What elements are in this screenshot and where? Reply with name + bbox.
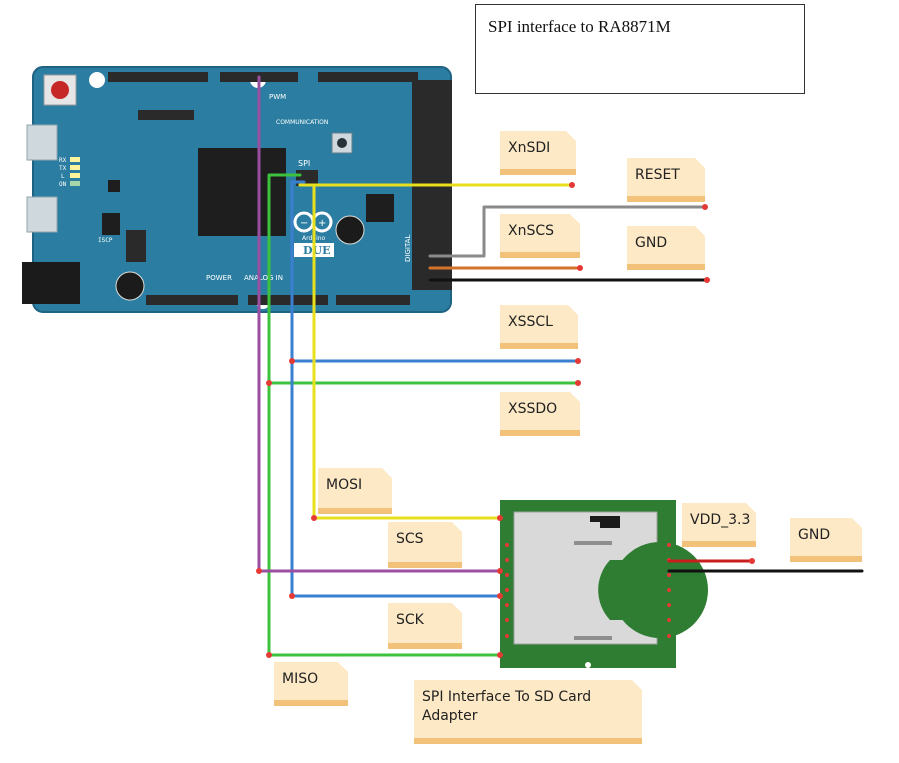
arduino-due-board: RX TX L ON ISCP SPI (22, 66, 452, 313)
wire-mosi-yellow (298, 183, 502, 520)
label-xnscs: XnSCS (500, 214, 580, 258)
header-communication (318, 72, 418, 82)
label-xnsdi: XnSDI (500, 131, 576, 175)
header-top-left (108, 72, 208, 82)
label-xssdo: XSSDO (500, 392, 580, 436)
regulator-chip (366, 194, 394, 222)
capacitor (115, 271, 145, 301)
small-chip (102, 213, 120, 235)
small-chip (108, 180, 120, 192)
label-sck: SCK (388, 603, 462, 649)
sd-module-pins-left (505, 543, 509, 638)
label-scs: SCS (388, 522, 462, 568)
svg-text:RX: RX (59, 157, 67, 164)
label-reset: RESET (627, 158, 705, 202)
mount-hole (89, 72, 105, 88)
capacitor (335, 215, 365, 245)
label-mosi: MOSI (318, 468, 392, 514)
svg-text:DUE: DUE (303, 244, 331, 257)
svg-text:TX: TX (59, 165, 67, 172)
header-analog-low (248, 295, 328, 305)
led-tx (70, 165, 80, 170)
svg-text:DIGITAL: DIGITAL (404, 235, 412, 262)
usb-port-native (26, 196, 58, 233)
label-gnd-top: GND (627, 226, 705, 270)
wire-miso-green (267, 173, 502, 657)
sam3x-chip (198, 148, 286, 236)
led-on (70, 181, 80, 186)
power-jack (22, 262, 80, 304)
svg-text:ISCP: ISCP (98, 237, 113, 244)
label-miso: MISO (274, 662, 348, 706)
svg-text:+: + (318, 218, 326, 229)
usb-port-programming (26, 124, 58, 161)
reset-button-cap (51, 81, 69, 99)
header-power (146, 295, 238, 305)
sd-card-module (500, 500, 708, 668)
wires (257, 75, 864, 657)
svg-text:ON: ON (59, 181, 67, 188)
icsp-header (126, 230, 146, 262)
led-l (70, 173, 80, 178)
header-analog-high (336, 295, 410, 305)
svg-text:SPI: SPI (298, 159, 310, 168)
small-header (138, 110, 194, 120)
svg-text:COMMUNICATION: COMMUNICATION (276, 119, 328, 126)
card-detect-switch (590, 516, 620, 528)
wire-xnscs-gray (428, 205, 707, 258)
wire-ends (256, 182, 755, 658)
svg-text:POWER: POWER (206, 274, 232, 282)
svg-text:PWM: PWM (269, 93, 286, 101)
sd-card-notch (612, 542, 708, 638)
led-rx (70, 157, 80, 162)
svg-text:L: L (61, 173, 65, 180)
svg-text:ANALOG IN: ANALOG IN (244, 274, 283, 282)
label-sd-caption: SPI Interface To SD Card Adapter (414, 680, 642, 744)
wire-sck-blue (290, 180, 502, 598)
svg-text:−: − (300, 218, 308, 229)
title-box: SPI interface to RA8871M (475, 4, 805, 94)
label-xsscl: XSSCL (500, 305, 578, 349)
diagram-title: SPI interface to RA8871M (488, 17, 671, 36)
label-gnd-card: GND (790, 518, 862, 562)
label-vdd: VDD_3.3 (682, 503, 756, 547)
